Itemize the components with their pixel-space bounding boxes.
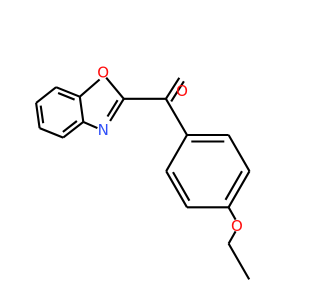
atom-label-oxygen-carbonyl: O (176, 82, 188, 100)
double-bond-inner (224, 170, 243, 201)
oxazole-ring (79, 77, 125, 130)
carbonyl-double-bond (165, 77, 181, 100)
bond (165, 134, 188, 172)
bond (227, 170, 251, 208)
bond (164, 98, 188, 136)
bond (35, 86, 57, 104)
bond (227, 243, 251, 280)
carbonyl-double-bond (170, 80, 185, 102)
bond (165, 170, 188, 208)
bond (82, 120, 98, 130)
double-bond-inner (106, 99, 119, 118)
bond (78, 96, 85, 123)
atom-label-oxygen-ring: O (97, 64, 109, 82)
bond (227, 230, 237, 245)
bond (227, 134, 251, 172)
atom-label-oxygen-methoxy: O (231, 217, 243, 235)
bond (62, 121, 84, 139)
atom-label-nitrogen: N (98, 121, 109, 139)
benzoxazolyl-methoxyphenyl-methanone-structure: O N O O (35, 64, 251, 280)
double-bond-inner (62, 120, 78, 133)
molecule-canvas: O N O O (35, 63, 251, 280)
bond (55, 86, 81, 98)
bond (109, 98, 125, 122)
carbonyl-group (123, 77, 188, 136)
bond (35, 102, 41, 129)
bond (105, 77, 125, 100)
bond (227, 206, 237, 221)
methoxy-group (227, 206, 251, 280)
methoxyphenyl-ring (165, 133, 251, 209)
bond (79, 78, 101, 98)
double-bond-inner (57, 92, 75, 101)
bond (39, 127, 64, 139)
double-bond-inner (172, 171, 191, 202)
double-bond-inner (39, 105, 45, 124)
fused-benzene-ring (35, 86, 85, 139)
